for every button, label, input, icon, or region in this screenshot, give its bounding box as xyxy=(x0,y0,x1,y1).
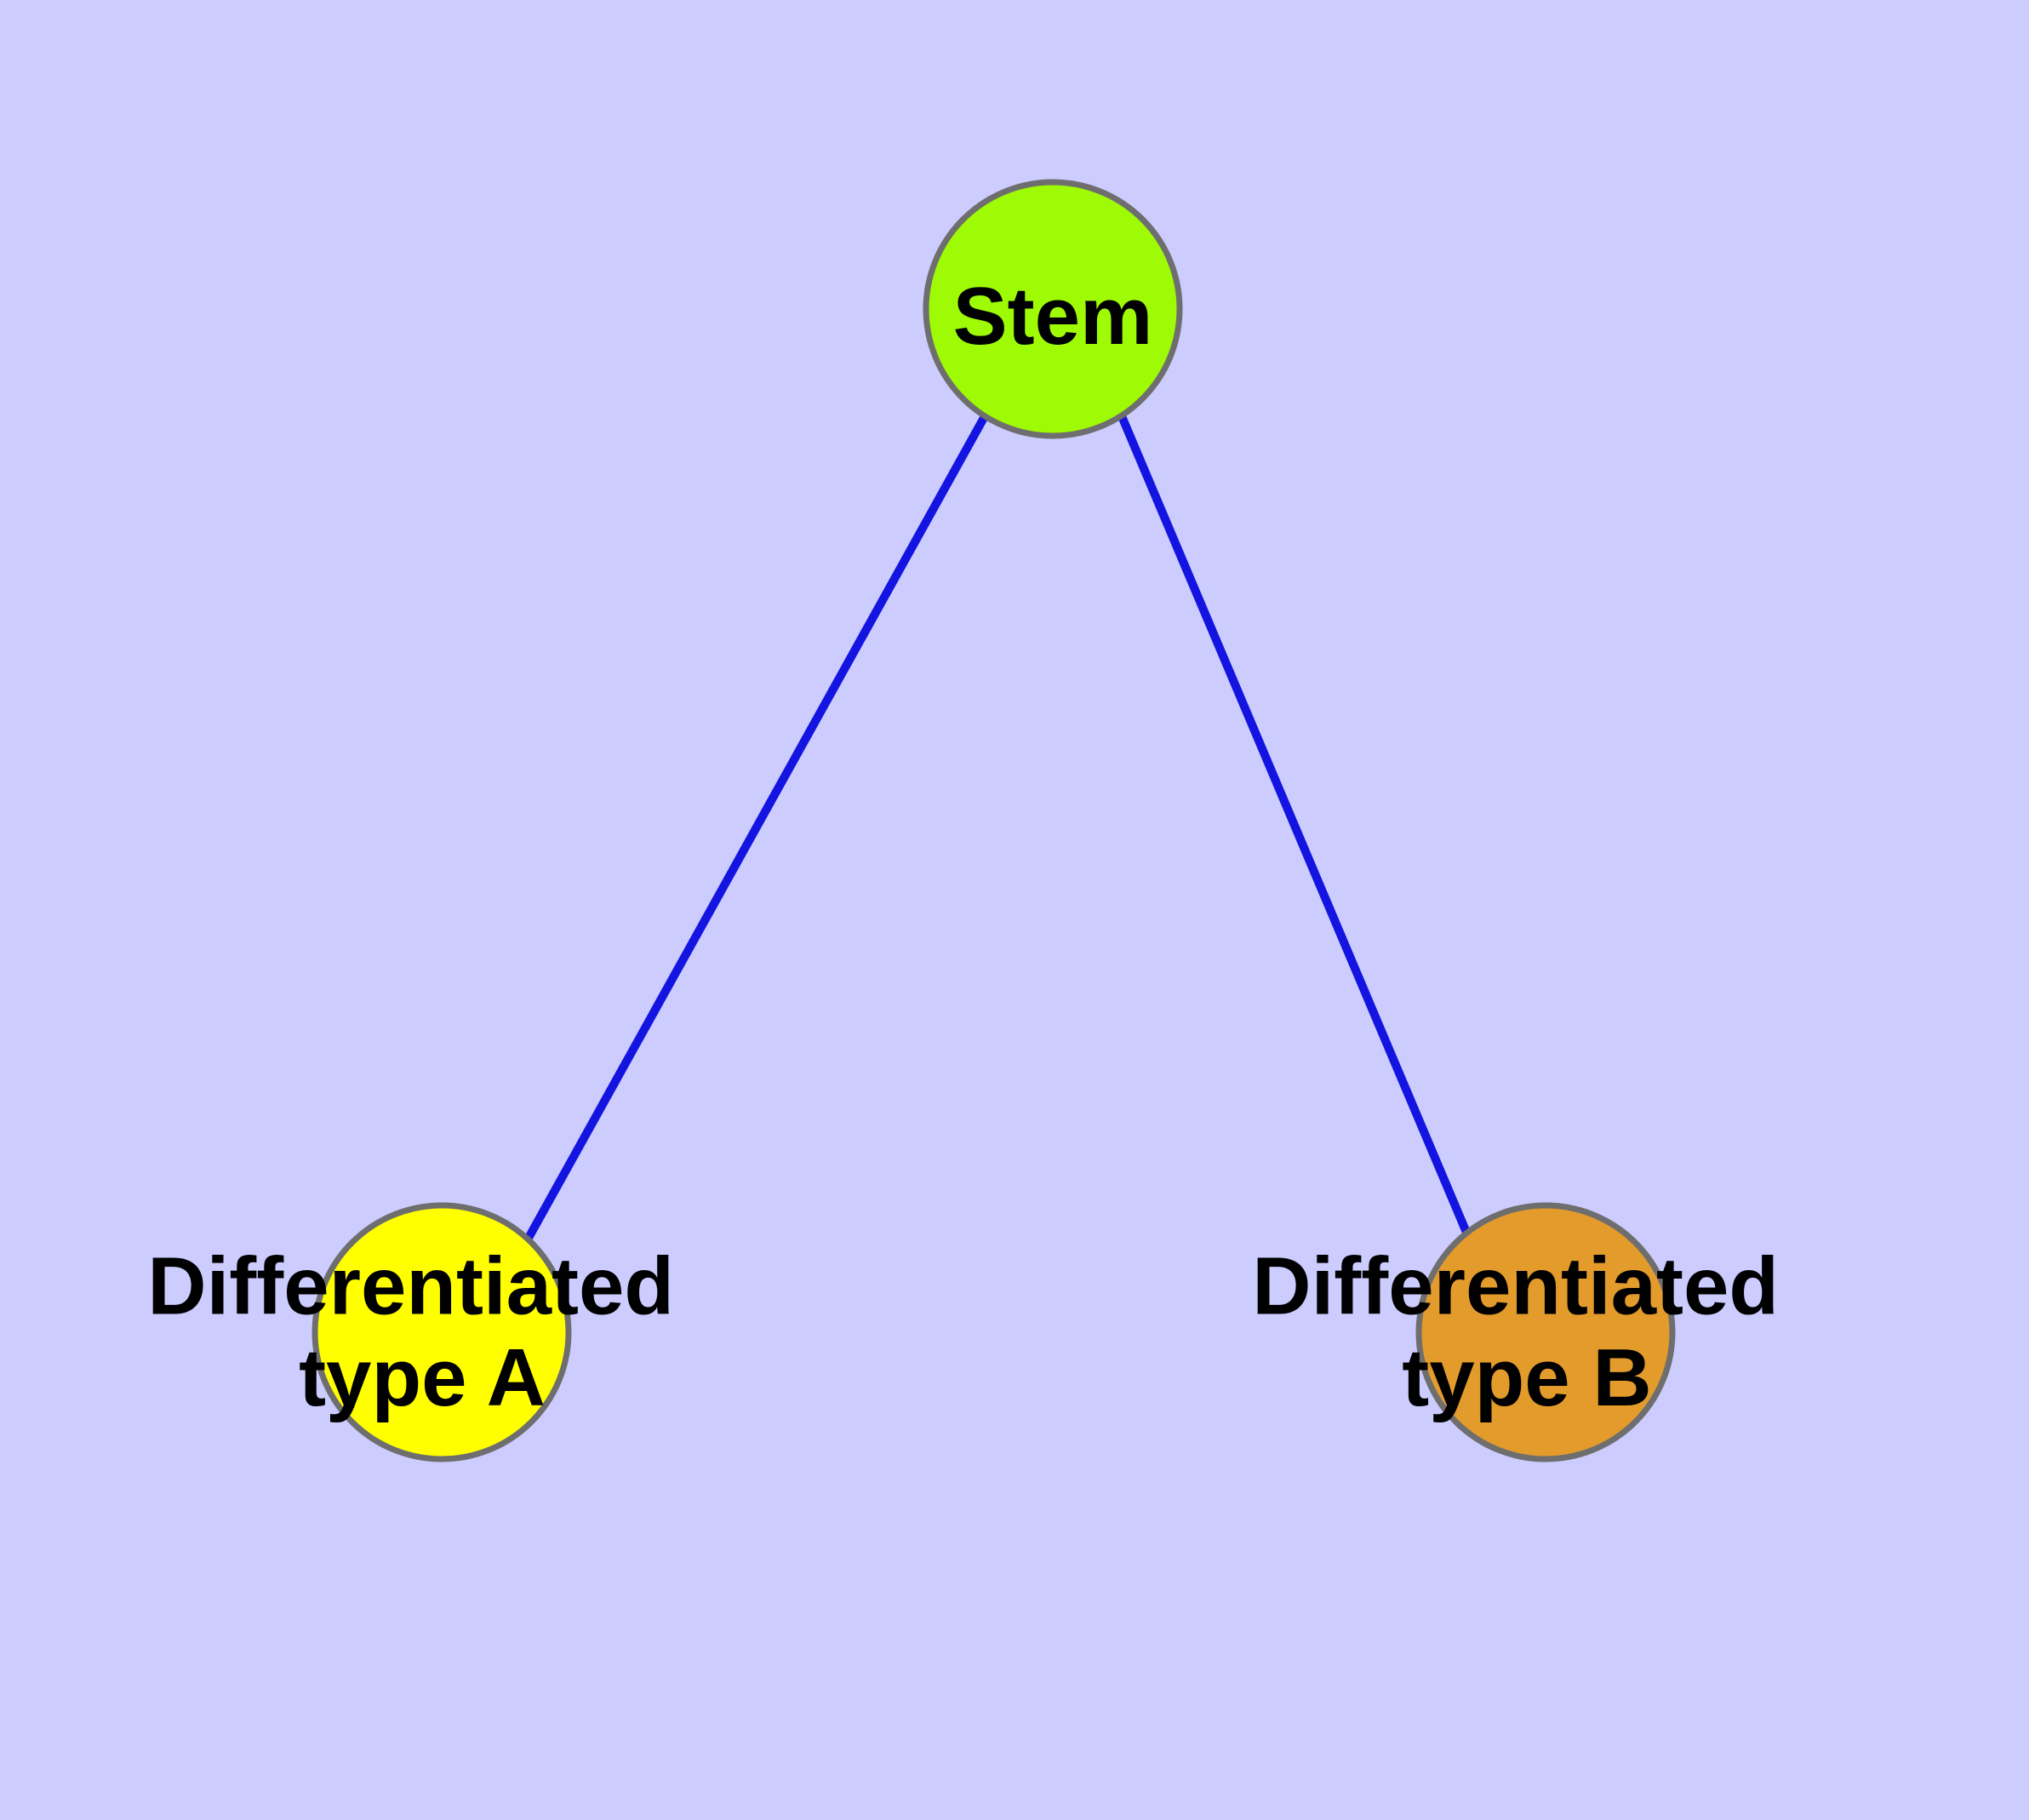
label-layer: Stem Differentiated type A Differentiate… xyxy=(147,272,1801,1424)
node-diff-a-label-line2: type A xyxy=(299,1332,546,1423)
node-diff-a-circle[interactable] xyxy=(311,1202,572,1462)
node-diff-b-label-line2: type B xyxy=(1402,1332,1651,1423)
node-diff-b-label: Differentiated type B xyxy=(1252,1235,1801,1424)
edge-layer xyxy=(523,414,1472,1242)
node-diff-b-circle[interactable] xyxy=(1415,1202,1676,1462)
edge-stem-to-diff-a[interactable] xyxy=(523,414,989,1242)
node-stem-label-line1: Stem xyxy=(953,272,1153,363)
node-stem-label: Stem xyxy=(953,272,1153,363)
node-stem-circle[interactable] xyxy=(923,179,1183,439)
node-diff-a-label: Differentiated type A xyxy=(147,1235,696,1424)
node-diff-b-label-line1: Differentiated xyxy=(1252,1241,1779,1332)
edge-stem-to-diff-b[interactable] xyxy=(1117,415,1472,1236)
node-diff-a-label-line1: Differentiated xyxy=(147,1241,674,1332)
node-layer xyxy=(311,179,1676,1462)
